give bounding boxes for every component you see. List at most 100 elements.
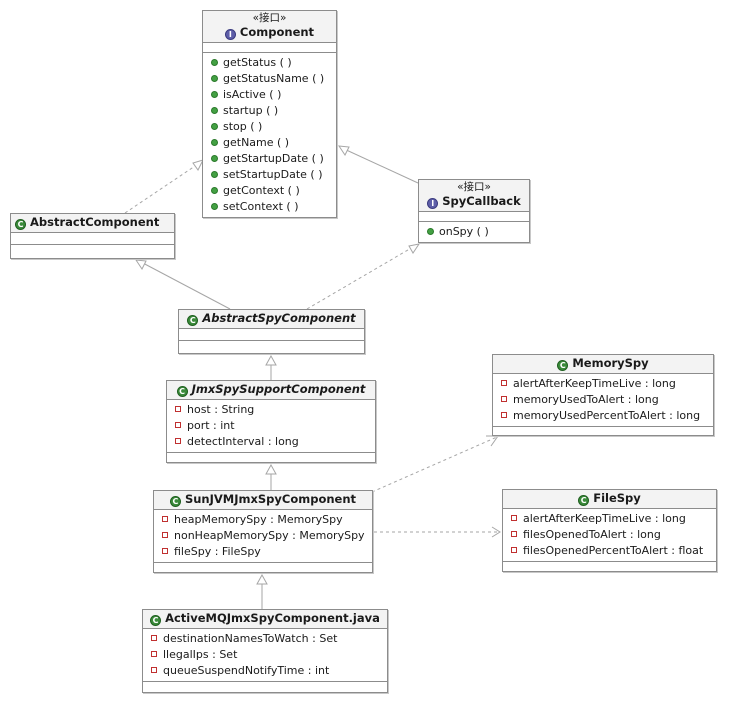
arrowhead-realization-component [192,159,204,171]
method-row[interactable]: startup ( ) [211,103,336,119]
arrowhead-generalization-component [337,145,350,156]
class-name: ActiveMQJmxSpyComponent.java [165,611,380,625]
private-field-icon [511,531,517,537]
field-row[interactable]: port : int [175,418,375,434]
attributes-section: alertAfterKeepTimeLive : long memoryUsedT… [493,374,713,427]
arrowhead-dependency-filespy [491,526,501,538]
field-row[interactable]: detectInterval : long [175,434,375,450]
field-row[interactable]: llegalIps : Set [151,647,387,663]
field-row[interactable]: host : String [175,402,375,418]
class-icon: C [15,219,26,230]
attributes-section [419,212,529,222]
field-label: nonHeapMemorySpy : MemorySpy [174,529,365,542]
class-name: Component [239,25,315,39]
method-row[interactable]: setContext ( ) [211,199,336,215]
field-label: alertAfterKeepTimeLive : long [513,377,676,390]
field-row[interactable]: memoryUsedPercentToAlert : long [501,408,713,424]
private-field-icon [162,516,168,522]
method-label: startup ( ) [223,104,279,117]
class-name: AbstractComponent [30,215,160,229]
field-label: memoryUsedPercentToAlert : long [513,409,701,422]
field-row[interactable]: filesOpenedToAlert : long [511,527,716,543]
private-field-icon [162,548,168,554]
field-row[interactable]: alertAfterKeepTimeLive : long [501,376,713,392]
attributes-section [179,329,364,341]
class-icon: C [187,315,199,326]
methods-section: onSpy ( ) [419,222,529,242]
methods-section: getStatus ( ) getStatusName ( )isActive (… [203,53,336,217]
class-abstractcomponent[interactable]: C AbstractComponent [10,213,175,259]
field-row[interactable]: alertAfterKeepTimeLive : long [511,511,716,527]
methods-section [154,563,372,574]
stereotype-label: «接口» [457,181,491,193]
generalization-abstractspy-abstractcomponent [140,261,231,310]
arrowhead-generalization-jmxsupport [265,463,277,475]
method-label: getStatus ( ) [223,56,292,69]
dependency-sunjvm-memoryspy [371,436,498,493]
field-label: queueSuspendNotifyTime : int [163,664,330,677]
public-method-icon [211,59,218,66]
field-label: filesOpenedToAlert : long [523,528,661,541]
field-label: filesOpenedPercentToAlert : float [523,544,704,557]
public-method-icon [211,139,218,146]
public-method-icon [211,107,218,114]
methods-section [167,453,375,464]
class-icon: C [169,496,181,507]
public-method-icon [211,187,218,194]
method-label: onSpy ( ) [439,225,489,238]
method-label: stop ( ) [223,120,263,133]
public-method-icon [211,171,218,178]
field-row[interactable]: queueSuspendNotifyTime : int [151,663,387,679]
private-field-icon [501,380,507,386]
method-row[interactable]: getStatus ( ) [211,55,336,71]
field-row[interactable]: nonHeapMemorySpy : MemorySpy [162,528,372,544]
class-name: SpyCallback [442,194,521,208]
field-label: host : String [187,403,255,416]
attributes-section [11,233,174,245]
stereotype-label: «接口» [252,12,287,24]
class-name: JmxSpySupportComponent [191,382,366,396]
method-row[interactable]: getContext ( ) [211,183,336,199]
method-row[interactable]: onSpy ( ) [427,224,529,240]
field-label: memoryUsedToAlert : long [513,393,659,406]
field-label: port : int [187,419,235,432]
field-row[interactable]: fileSpy : FileSpy [162,544,372,560]
field-label: fileSpy : FileSpy [174,545,261,558]
method-label: isActive ( ) [223,88,282,101]
field-row[interactable]: heapMemorySpy : MemorySpy [162,512,372,528]
public-method-icon [211,203,218,210]
class-icon: C [578,495,590,506]
private-field-icon [151,667,157,673]
class-header: C AbstractComponent [11,214,174,233]
class-icon: C [557,360,569,371]
public-method-icon [427,228,434,235]
field-row[interactable]: filesOpenedPercentToAlert : float [511,543,716,559]
interface-icon: I [224,29,236,40]
public-method-icon [211,155,218,162]
field-row[interactable]: memoryUsedToAlert : long [501,392,713,408]
method-row[interactable]: setStartupDate ( ) [211,167,336,183]
methods-section [493,427,713,438]
public-method-icon [211,75,218,82]
method-row[interactable]: isActive ( ) [211,87,336,103]
field-row[interactable]: destinationNamesToWatch : Set [151,631,387,647]
private-field-icon [175,438,181,444]
class-name: MemorySpy [572,356,649,370]
method-row[interactable]: stop ( ) [211,119,336,135]
method-row[interactable]: getStatusName ( ) [211,71,336,87]
method-row[interactable]: getName ( ) [211,135,336,151]
method-row[interactable]: getStartupDate ( ) [211,151,336,167]
